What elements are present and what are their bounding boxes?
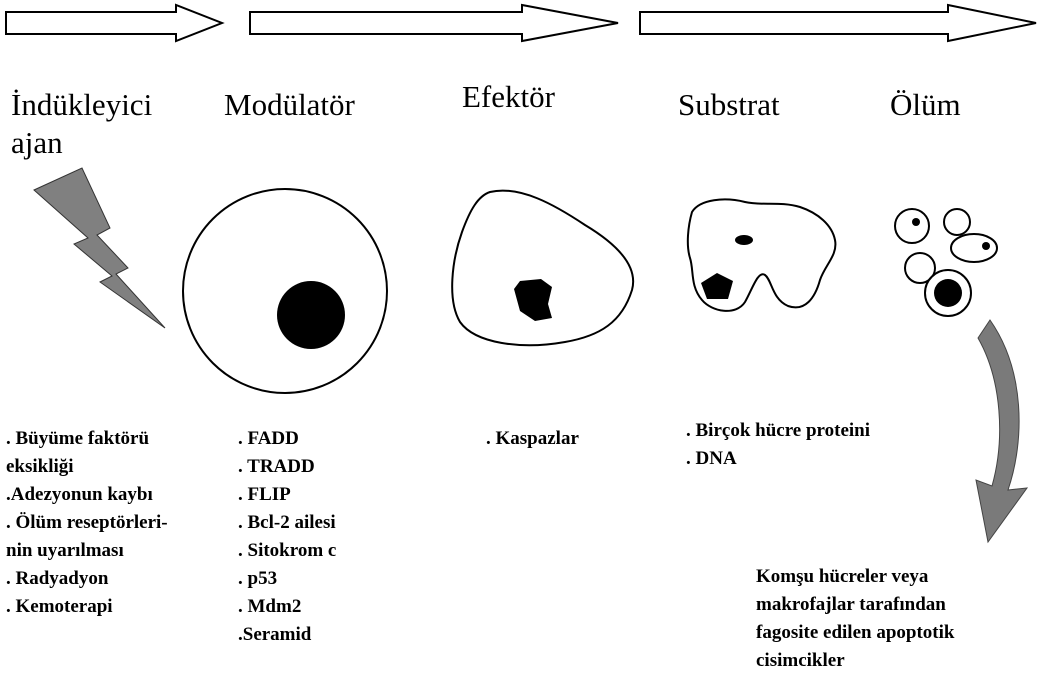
- list-item: . Mdm2: [238, 593, 336, 621]
- list-item: .Adezyonun kaybı: [6, 481, 168, 509]
- list-item: . p53: [238, 565, 336, 593]
- apoptotic-body: [895, 209, 929, 243]
- phagocytosis-caption: Komşu hücreler veya makrofajlar tarafınd…: [756, 563, 954, 675]
- caption-line: makrofajlar tarafından: [756, 591, 954, 619]
- list-item: . Sitokrom c: [238, 537, 336, 565]
- effector-list: . Kaspazlar: [486, 425, 579, 453]
- list-item: eksikliği: [6, 453, 168, 481]
- apoptotic-body-dot: [912, 218, 920, 226]
- flow-arrow-3: [640, 5, 1036, 41]
- substrate-list: . Birçok hücre proteini . DNA: [686, 417, 870, 473]
- stage-title-substrate: Substrat: [678, 88, 780, 122]
- modulator-cell: [183, 189, 387, 393]
- list-item: . Büyüme faktörü: [6, 425, 168, 453]
- list-item: . FADD: [238, 425, 336, 453]
- apoptotic-body-dot: [982, 242, 990, 250]
- list-item: . Kaspazlar: [486, 425, 579, 453]
- flow-arrow-2: [250, 5, 618, 41]
- list-item: . Radyadyon: [6, 565, 168, 593]
- stage-title-inducer-line: ajan: [11, 126, 152, 160]
- caption-line: Komşu hücreler veya: [756, 563, 954, 591]
- inducer-list: . Büyüme faktörü eksikliği .Adezyonun ka…: [6, 425, 168, 621]
- effector-cell: [452, 191, 633, 346]
- flow-arrow-1: [6, 5, 222, 41]
- apoptotic-body: [944, 209, 970, 235]
- apoptotic-body-core: [934, 279, 962, 307]
- list-item: . DNA: [686, 445, 870, 473]
- list-item: . Birçok hücre proteini: [686, 417, 870, 445]
- apoptotic-body: [951, 234, 997, 262]
- stage-title-death: Ölüm: [890, 88, 961, 122]
- lightning-bolt-icon: [34, 168, 165, 328]
- list-item: . Ölüm reseptörleri-: [6, 509, 168, 537]
- stage-title-inducer: İndükleyici ajan: [11, 88, 152, 160]
- list-item: . FLIP: [238, 481, 336, 509]
- modulator-nucleus: [277, 281, 345, 349]
- stage-title-inducer-line: İndükleyici: [11, 88, 152, 122]
- list-item: nin uyarılması: [6, 537, 168, 565]
- stage-title-modulator: Modülatör: [224, 88, 355, 122]
- curved-arrow-icon: [976, 320, 1027, 542]
- list-item: . TRADD: [238, 453, 336, 481]
- caption-line: fagosite edilen apoptotik: [756, 619, 954, 647]
- stage-title-effector: Efektör: [462, 80, 555, 114]
- caption-line: cisimcikler: [756, 647, 954, 675]
- list-item: .Seramid: [238, 621, 336, 649]
- modulator-list: . FADD . TRADD . FLIP . Bcl-2 ailesi . S…: [238, 425, 336, 649]
- list-item: . Bcl-2 ailesi: [238, 509, 336, 537]
- list-item: . Kemoterapi: [6, 593, 168, 621]
- substrate-fragment: [735, 235, 753, 245]
